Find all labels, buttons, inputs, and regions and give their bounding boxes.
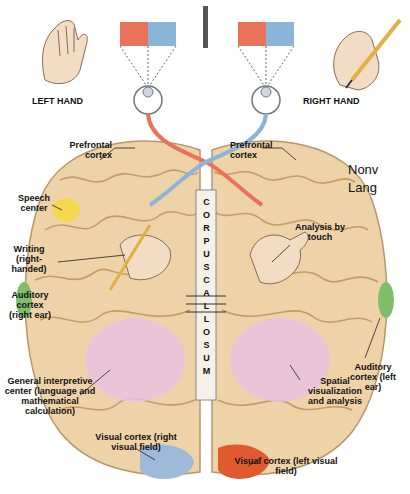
hand-shape [334,31,379,90]
divider-bar [203,6,208,48]
leader-line [52,205,62,210]
sight-line [148,46,176,88]
region-label: Auditory cortex (right ear) [4,290,56,320]
pencil-tip [346,80,352,88]
arrow-line [186,312,226,313]
blue-panel [148,22,176,46]
right-hand [334,20,400,90]
pencil [110,225,150,290]
left-hemisphere [25,141,200,475]
left-hand [42,21,87,84]
corpus-label: CORPUS CALLOSUM [202,196,211,378]
leader-lines [52,148,380,466]
sight-line [266,46,294,88]
region-label: Writing (right-handed) [0,244,58,274]
left-eye [134,86,162,114]
sight-line [120,46,148,88]
region-label: Prefrontal cortex [230,140,282,160]
sight-lines [120,46,294,88]
writing-hand [110,225,171,290]
gyri [35,170,378,410]
sight-line [238,46,266,88]
region-label: Speech center [14,193,54,213]
speech-region [52,198,80,222]
eye-lens [261,87,271,97]
hand-label: LEFT HAND [32,96,112,106]
corpus-callosum [196,190,216,400]
leader-line [365,318,380,358]
leader-line [290,365,300,380]
eye-lens [143,87,153,97]
hand-shape [42,21,87,84]
blue-panel [266,22,294,46]
pencil [352,20,400,80]
cut-label: Lang [348,180,410,196]
gyrus [60,170,198,182]
leader-line [58,255,125,262]
region-label: Visual cortex (left visual field) [226,456,346,476]
interpretive-region [85,318,185,402]
cut-label: Nonv [348,162,410,178]
region-label: Spatial visualization and analysis [300,376,370,406]
right-eye [252,86,280,114]
auditory-region [378,282,394,318]
sight-line [266,46,267,88]
red-panel [120,22,148,46]
red-panel [238,22,266,46]
sight-line [148,46,149,88]
touch-hand [250,232,308,284]
finger-lines [58,26,74,56]
region-label: Visual cortex (right visual field) [86,432,186,452]
region-label: Analysis by touch [290,222,350,242]
region-label: General interpretive center (language an… [2,376,98,416]
gyrus [40,310,190,322]
leader-line [272,245,290,262]
region-label: Prefrontal cortex [60,140,112,160]
hand-label: RIGHT HAND [303,96,383,106]
gyrus [222,310,372,322]
hand-shape [120,235,171,280]
